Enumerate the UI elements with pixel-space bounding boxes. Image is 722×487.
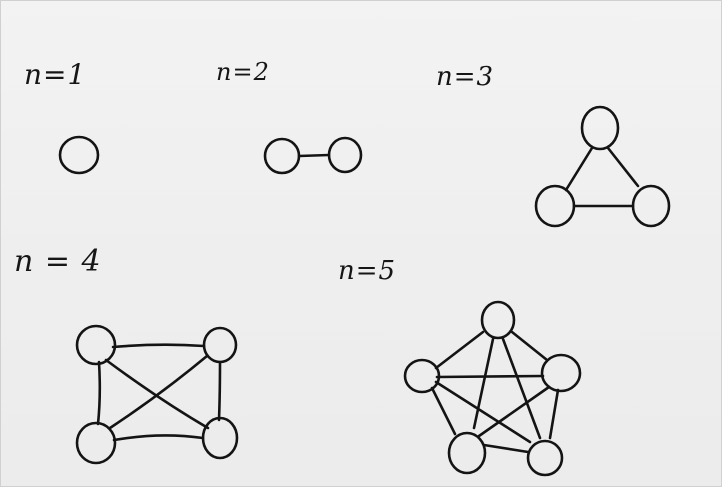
- node: [447, 431, 487, 475]
- edge: [96, 360, 102, 426]
- edge: [477, 385, 551, 438]
- edge: [104, 358, 210, 430]
- node: [201, 416, 239, 460]
- node: [480, 300, 516, 340]
- node: [534, 184, 576, 228]
- edge: [111, 343, 206, 349]
- graph-n5: [403, 300, 582, 477]
- node: [327, 136, 363, 174]
- label-n1: n=1: [24, 58, 87, 91]
- edge: [472, 337, 495, 430]
- edge: [112, 434, 205, 442]
- edge: [297, 153, 331, 158]
- label-n2: n=2: [216, 58, 270, 86]
- edge: [510, 330, 549, 362]
- label-n3: n=3: [436, 62, 495, 92]
- label-n5: n=5: [338, 256, 397, 286]
- node: [263, 137, 301, 175]
- edge: [606, 146, 640, 188]
- graph-n4: [75, 324, 239, 465]
- node: [75, 421, 117, 465]
- label-n4: n = 4: [14, 244, 102, 279]
- node: [75, 324, 117, 366]
- graph-n3: [534, 105, 671, 228]
- node: [580, 105, 620, 151]
- node: [540, 353, 582, 393]
- node: [631, 184, 671, 228]
- edge: [564, 146, 594, 192]
- edge: [430, 386, 457, 436]
- edge: [548, 388, 560, 440]
- node: [526, 439, 564, 477]
- edge: [434, 380, 532, 444]
- node: [403, 358, 441, 394]
- edge: [217, 360, 222, 422]
- edge: [482, 443, 530, 454]
- edge: [435, 374, 545, 379]
- edge: [108, 354, 209, 430]
- graph-n1: [58, 135, 100, 175]
- node: [202, 326, 238, 364]
- node: [58, 135, 100, 175]
- graph-n2: [263, 136, 363, 175]
- edge: [434, 330, 485, 370]
- edge: [501, 337, 542, 440]
